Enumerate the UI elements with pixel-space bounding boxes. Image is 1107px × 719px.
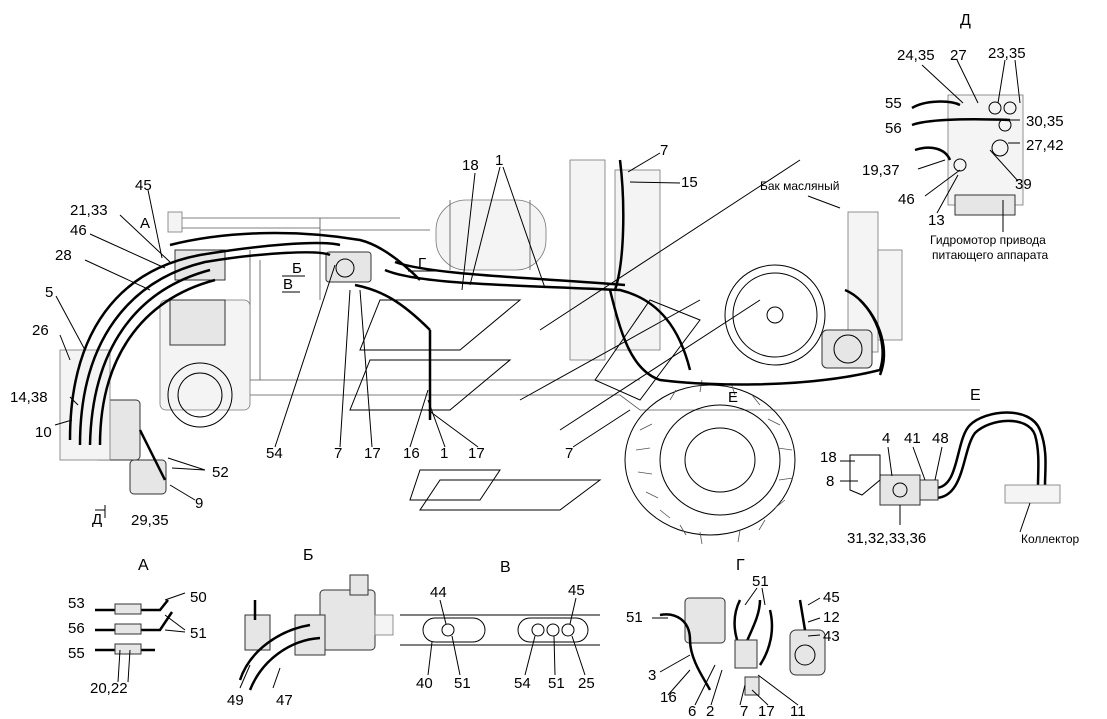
view-d-title: Д	[960, 12, 971, 29]
callout-label: 48	[932, 430, 949, 447]
view-v-title: В	[500, 559, 511, 576]
view-a-title: А	[138, 557, 149, 574]
callout-label: 18	[462, 157, 479, 174]
view-a: А 53 56 55 50 51 20,22	[68, 557, 207, 697]
callout-label: 20,22	[90, 680, 128, 697]
view-mark-g: Г	[418, 255, 426, 272]
view-b-title: Б	[303, 547, 314, 564]
callout-label: 19,37	[862, 162, 900, 179]
callout-label: 56	[885, 120, 902, 137]
callout-label: 46	[70, 222, 87, 239]
callout-label: 7	[334, 445, 342, 462]
leader-lines	[54, 152, 841, 501]
hydraulic-hoses	[68, 159, 886, 481]
callout-label: 45	[568, 582, 585, 599]
callout-label: 45	[823, 589, 840, 606]
view-g: Г 51 51 45 12 43 3 16 6 2 7 17 11	[626, 557, 840, 719]
callout-label: 6	[688, 703, 696, 719]
callout-label: 17	[468, 445, 485, 462]
callout-label: 56	[68, 620, 85, 637]
callout-label: 45	[135, 177, 152, 194]
motor-label-line-2: питающего аппарата	[932, 248, 1049, 262]
tank-label: Бак масляный	[760, 179, 840, 193]
callout-label: 31,32,33,36	[847, 530, 926, 547]
callout-label: 54	[266, 445, 283, 462]
main-view-labels: 45 21,33 46 28 5 26 14,38 10 52 9 29,35 …	[10, 142, 840, 529]
callout-label: 47	[276, 692, 293, 709]
callout-label: 46	[898, 191, 915, 208]
callout-label: 29,35	[131, 512, 169, 529]
callout-label: 44	[430, 584, 447, 601]
machine-body	[59, 159, 980, 545]
callout-label: 18	[820, 449, 837, 466]
view-mark-d: Д	[92, 511, 102, 528]
callout-label: 13	[928, 212, 945, 229]
view-mark-b: Б	[292, 260, 302, 277]
callout-label: 26	[32, 322, 49, 339]
callout-label: 40	[416, 675, 433, 692]
view-e: Е 4 41 48 18 8 31,32,33,36 Коллектор	[820, 387, 1079, 547]
view-b: Б 49 47	[227, 547, 394, 709]
callout-label: 17	[758, 703, 775, 719]
callout-label: 16	[660, 689, 677, 706]
callout-label: 51	[752, 573, 769, 590]
callout-label: 3	[648, 667, 656, 684]
callout-label: 30,35	[1026, 113, 1064, 130]
callout-label: 11	[790, 703, 806, 719]
callout-label: 39	[1015, 176, 1032, 193]
callout-label: 51	[454, 675, 471, 692]
callout-label: 8	[826, 473, 834, 490]
callout-label: 54	[514, 675, 531, 692]
callout-label: 5	[45, 284, 53, 301]
callout-label: 7	[740, 703, 748, 719]
callout-label: 28	[55, 247, 72, 264]
callout-label: 17	[364, 445, 381, 462]
view-v: В 44 45 40 51 54 51 25	[400, 559, 600, 692]
callout-label: 7	[565, 445, 573, 462]
callout-label: 14,38	[10, 389, 48, 406]
callout-label: 27	[950, 47, 967, 64]
callout-label: 2	[706, 703, 714, 719]
callout-label: 49	[227, 692, 244, 709]
view-g-title: Г	[736, 557, 745, 574]
callout-label: 1	[440, 445, 448, 462]
view-mark-v: В	[283, 276, 293, 293]
callout-label: 25	[578, 675, 595, 692]
callout-label: 50	[190, 589, 207, 606]
callout-label: 55	[68, 645, 85, 662]
callout-label: 12	[823, 609, 840, 626]
callout-label: 55	[885, 95, 902, 112]
callout-label: 52	[212, 464, 229, 481]
callout-label: 41	[904, 430, 921, 447]
view-d: Д 24,35 27 23,35 55 30,35 56 27,42 19,37…	[862, 12, 1064, 262]
callout-label: 51	[548, 675, 565, 692]
motor-label-line-1: Гидромотор привода	[930, 233, 1046, 247]
callout-label: 9	[195, 495, 203, 512]
view-e-title: Е	[970, 387, 981, 404]
collector-label: Коллектор	[1021, 532, 1079, 546]
callout-label: 51	[190, 625, 207, 642]
callout-label: 24,35	[897, 47, 935, 64]
callout-label: 43	[823, 628, 840, 645]
callout-label: 15	[681, 174, 698, 191]
callout-label: 1	[495, 152, 503, 169]
callout-label: 7	[660, 142, 668, 159]
callout-label: 4	[882, 430, 890, 447]
callout-label: 16	[403, 445, 420, 462]
view-mark-e: Е	[728, 389, 738, 406]
callout-label: 51	[626, 609, 643, 626]
callout-label: 10	[35, 424, 52, 441]
callout-label: 21,33	[70, 202, 108, 219]
callout-label: 23,35	[988, 45, 1026, 62]
view-mark-a: А	[140, 215, 150, 232]
callout-label: 53	[68, 595, 85, 612]
callout-label: 27,42	[1026, 137, 1064, 154]
